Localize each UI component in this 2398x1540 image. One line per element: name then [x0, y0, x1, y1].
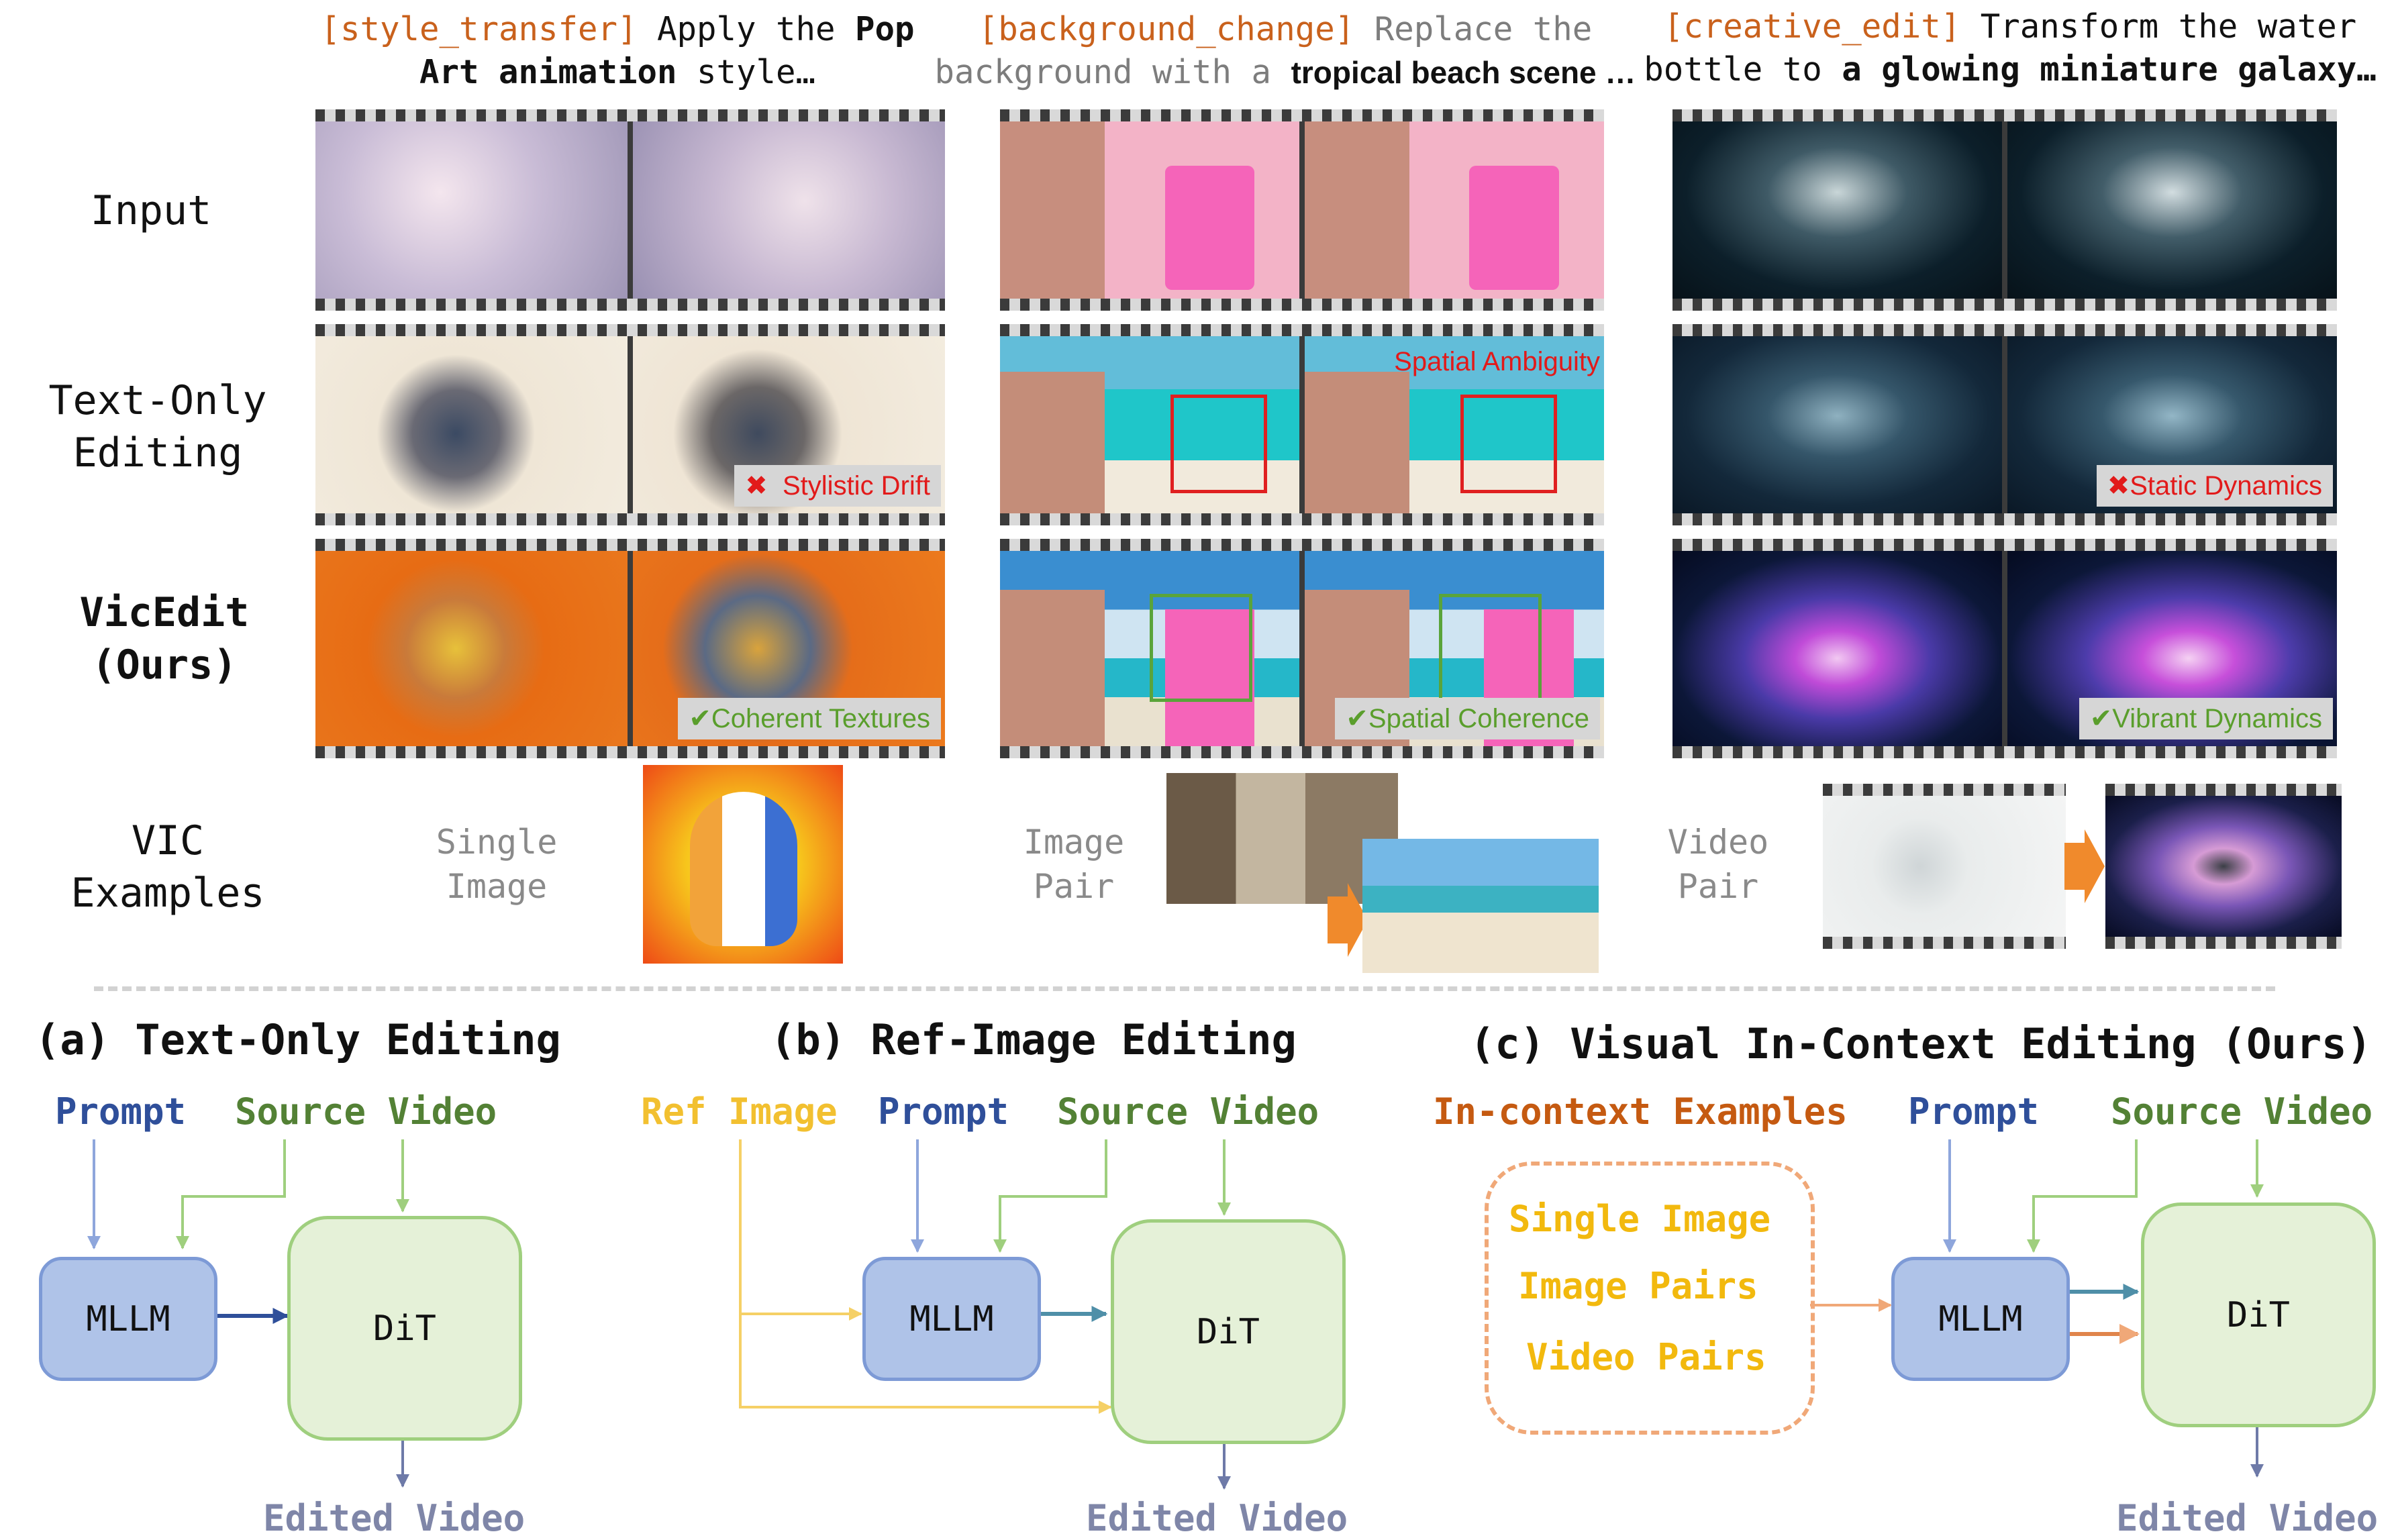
arrow-right-icon [1328, 883, 1368, 957]
highlight-box [1150, 594, 1253, 703]
video-frame [315, 121, 628, 299]
label-edited-video: Edited Video [263, 1497, 526, 1539]
label-ref-image: Ref Image [641, 1090, 838, 1133]
label-edited-video: Edited Video [1086, 1497, 1348, 1539]
example-video-pair-target [2105, 784, 2342, 949]
dit-box: DiT [1111, 1219, 1346, 1444]
ctx-item-video-pairs: Video Pairs [1526, 1336, 1766, 1378]
video-frame [1000, 121, 1300, 299]
label-source-video: Source Video [1057, 1090, 1319, 1133]
video-frame [315, 336, 628, 513]
filmstrip-creative-ours: ✔Vibrant Dynamics [1672, 539, 2337, 758]
dit-box: DiT [2141, 1202, 2376, 1427]
badge-coherent-textures: ✔Coherent Textures [678, 698, 941, 739]
label-in-context-examples: In-context Examples [1433, 1090, 1848, 1133]
caption-background-change: [background_change] Replace the backgrou… [934, 10, 1636, 91]
badge-stylistic-drift: ✖ Stylistic Drift [734, 465, 941, 507]
badge-vibrant-dynamics: ✔Vibrant Dynamics [2079, 698, 2333, 739]
arrow-right-icon [2064, 829, 2105, 903]
label-prompt: Prompt [878, 1090, 1009, 1133]
highlight-box [1170, 395, 1268, 494]
filmstrip-style-text-only: ✖ Stylistic Drift [315, 324, 945, 525]
label-prompt: Prompt [1908, 1090, 2040, 1133]
task-tag: [creative_edit] [1663, 7, 1961, 46]
vic-type-video-pair: Video Pair [1667, 823, 1769, 906]
badge-static-dynamics: ✖Static Dynamics [2096, 465, 2333, 507]
row-label-input: Input [90, 187, 212, 234]
label-source-video: Source Video [2111, 1090, 2373, 1133]
filmstrip-bg-ours: ✔Spatial Coherence [1000, 539, 1604, 758]
video-frame [315, 551, 628, 746]
example-image-pair-target [1362, 839, 1599, 973]
ctx-item-image-pairs: Image Pairs [1518, 1265, 1758, 1307]
mllm-box: MLLM [862, 1257, 1041, 1381]
caption-creative-edit: [creative_edit] Transform the water bott… [1644, 7, 2377, 89]
in-context-examples-box [1485, 1162, 1815, 1435]
row-label-vic: VIC Examples [70, 817, 265, 917]
ctx-item-single-image: Single Image [1509, 1198, 1771, 1240]
label-edited-video: Edited Video [2116, 1497, 2379, 1539]
label-prompt: Prompt [55, 1090, 187, 1133]
filmstrip-bg-input [1000, 109, 1604, 311]
video-frame [1672, 121, 2003, 299]
dit-box: DiT [287, 1216, 522, 1441]
section-title-a: (a) Text-Only Editing [35, 1015, 561, 1064]
label-spatial-ambiguity: Spatial Ambiguity [1394, 347, 1600, 376]
video-frame [2007, 121, 2337, 299]
section-title-c: (c) Visual In-Context Editing (Ours) [1470, 1019, 2372, 1068]
mllm-box: MLLM [1891, 1257, 2070, 1381]
example-video-pair-source [1823, 784, 2066, 949]
vic-type-single-image: Single Image [436, 823, 558, 906]
filmstrip-bg-text-only: Spatial Ambiguity [1000, 324, 1604, 525]
mllm-box: MLLM [39, 1257, 217, 1381]
label-source-video: Source Video [235, 1090, 497, 1133]
filmstrip-creative-text-only: ✖Static Dynamics [1672, 324, 2337, 525]
video-frame [1304, 336, 1604, 513]
example-image-pair-source [1166, 773, 1398, 904]
caption-style-transfer: [style_transfer] Apply the Pop Art anima… [320, 10, 915, 91]
task-tag: [style_transfer] [320, 10, 638, 48]
video-frame [1672, 551, 2003, 746]
highlight-box [1460, 395, 1557, 494]
section-divider [94, 986, 2275, 991]
vic-type-image-pair: Image Pair [1023, 823, 1125, 906]
task-tag: [background_change] [978, 10, 1355, 48]
video-frame [1304, 551, 1604, 746]
filmstrip-style-ours: ✔Coherent Textures [315, 539, 945, 758]
video-frame [1000, 551, 1300, 746]
example-single-image [643, 765, 843, 964]
filmstrip-style-input [315, 109, 945, 311]
video-frame [1304, 121, 1604, 299]
row-label-text-only: Text-Only Editing [48, 377, 267, 476]
filmstrip-creative-input [1672, 109, 2337, 311]
section-title-b: (b) Ref-Image Editing [770, 1015, 1297, 1064]
video-frame [632, 121, 945, 299]
video-frame [1672, 336, 2003, 513]
row-label-ours: VicEdit (Ours) [79, 589, 250, 688]
badge-spatial-coherence: ✔Spatial Coherence [1335, 698, 1600, 739]
video-frame [1000, 336, 1300, 513]
